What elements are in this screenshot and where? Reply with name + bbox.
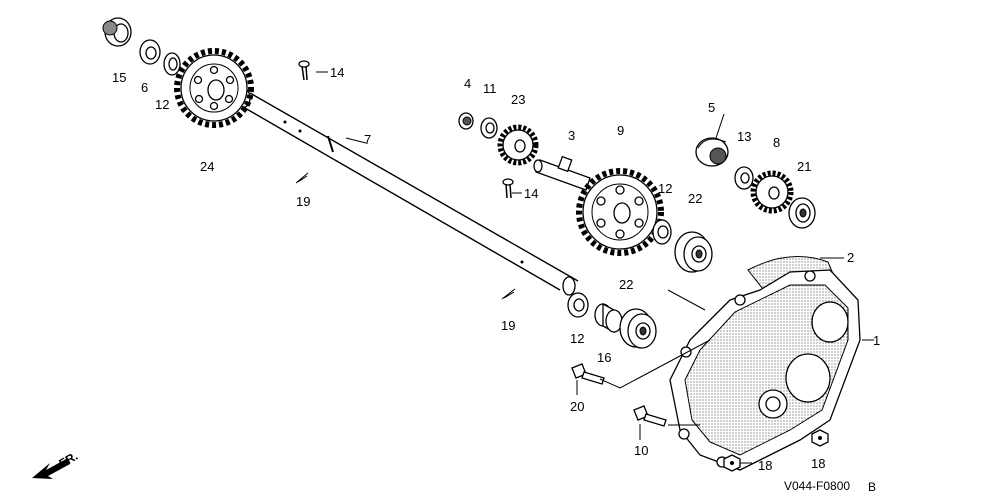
callout-8: 8	[773, 135, 780, 150]
callout-3: 3	[568, 128, 575, 143]
clip-19-lower	[501, 288, 516, 300]
figure-code: V044-F0800	[784, 479, 850, 493]
washer-12-mid	[652, 219, 672, 245]
callout-9: 9	[617, 123, 624, 138]
gear-9	[576, 168, 664, 256]
callout-23: 23	[511, 92, 525, 107]
bearing-21	[788, 197, 816, 229]
callout-12-lower: 12	[570, 331, 584, 346]
callout-4: 4	[464, 76, 471, 91]
pin-14-lower	[502, 178, 514, 199]
callout-18-right: 18	[811, 456, 825, 471]
nut-18-left	[723, 454, 741, 472]
bolt-20	[571, 363, 605, 385]
callout-6: 6	[141, 80, 148, 95]
gear-23	[497, 124, 539, 166]
callout-20: 20	[570, 399, 584, 414]
gear-8	[750, 170, 794, 214]
nut-18-right	[811, 429, 829, 447]
callout-14-lower: 14	[524, 186, 538, 201]
callout-13: 13	[737, 129, 751, 144]
callout-22-lower: 22	[619, 277, 633, 292]
bolt-10	[633, 405, 667, 427]
shaft-7	[237, 88, 579, 296]
figure-code-suffix: B	[868, 480, 876, 494]
bushing-16	[594, 302, 623, 334]
clip-19-upper	[295, 172, 309, 184]
callout-5: 5	[708, 100, 715, 115]
bushing-4	[458, 112, 474, 130]
leader-lines	[316, 71, 874, 464]
callout-11: 11	[483, 81, 497, 96]
callout-2: 2	[847, 250, 854, 265]
callout-16: 16	[597, 350, 611, 365]
callout-10: 10	[634, 443, 648, 458]
callout-19-lower: 19	[501, 318, 515, 333]
washer-12-top	[163, 52, 181, 76]
front-direction-arrow-icon	[32, 458, 70, 479]
callout-12-top: 12	[155, 97, 169, 112]
washer-11	[480, 117, 498, 139]
callout-14-upper: 14	[330, 65, 344, 80]
pin-14-upper	[298, 60, 310, 81]
gearbox-housing-1	[669, 269, 861, 471]
seal-6	[139, 39, 161, 65]
gear-24	[174, 48, 254, 128]
callout-22-upper: 22	[688, 191, 702, 206]
callout-19-upper: 19	[296, 194, 310, 209]
callout-24: 24	[200, 159, 214, 174]
washer-13	[734, 166, 754, 190]
spline-shaft-3	[533, 155, 591, 191]
bearing-cap-15	[102, 17, 132, 47]
seal-5	[695, 137, 729, 167]
bearing-22-upper	[674, 231, 713, 273]
callout-21: 21	[797, 159, 811, 174]
washer-12-lower	[567, 292, 589, 318]
callout-7: 7	[364, 132, 371, 147]
callout-18-left: 18	[758, 458, 772, 473]
callout-12-mid: 12	[658, 181, 672, 196]
callout-1: 1	[873, 333, 880, 348]
bearing-22-lower	[619, 308, 657, 349]
callout-15: 15	[112, 70, 126, 85]
